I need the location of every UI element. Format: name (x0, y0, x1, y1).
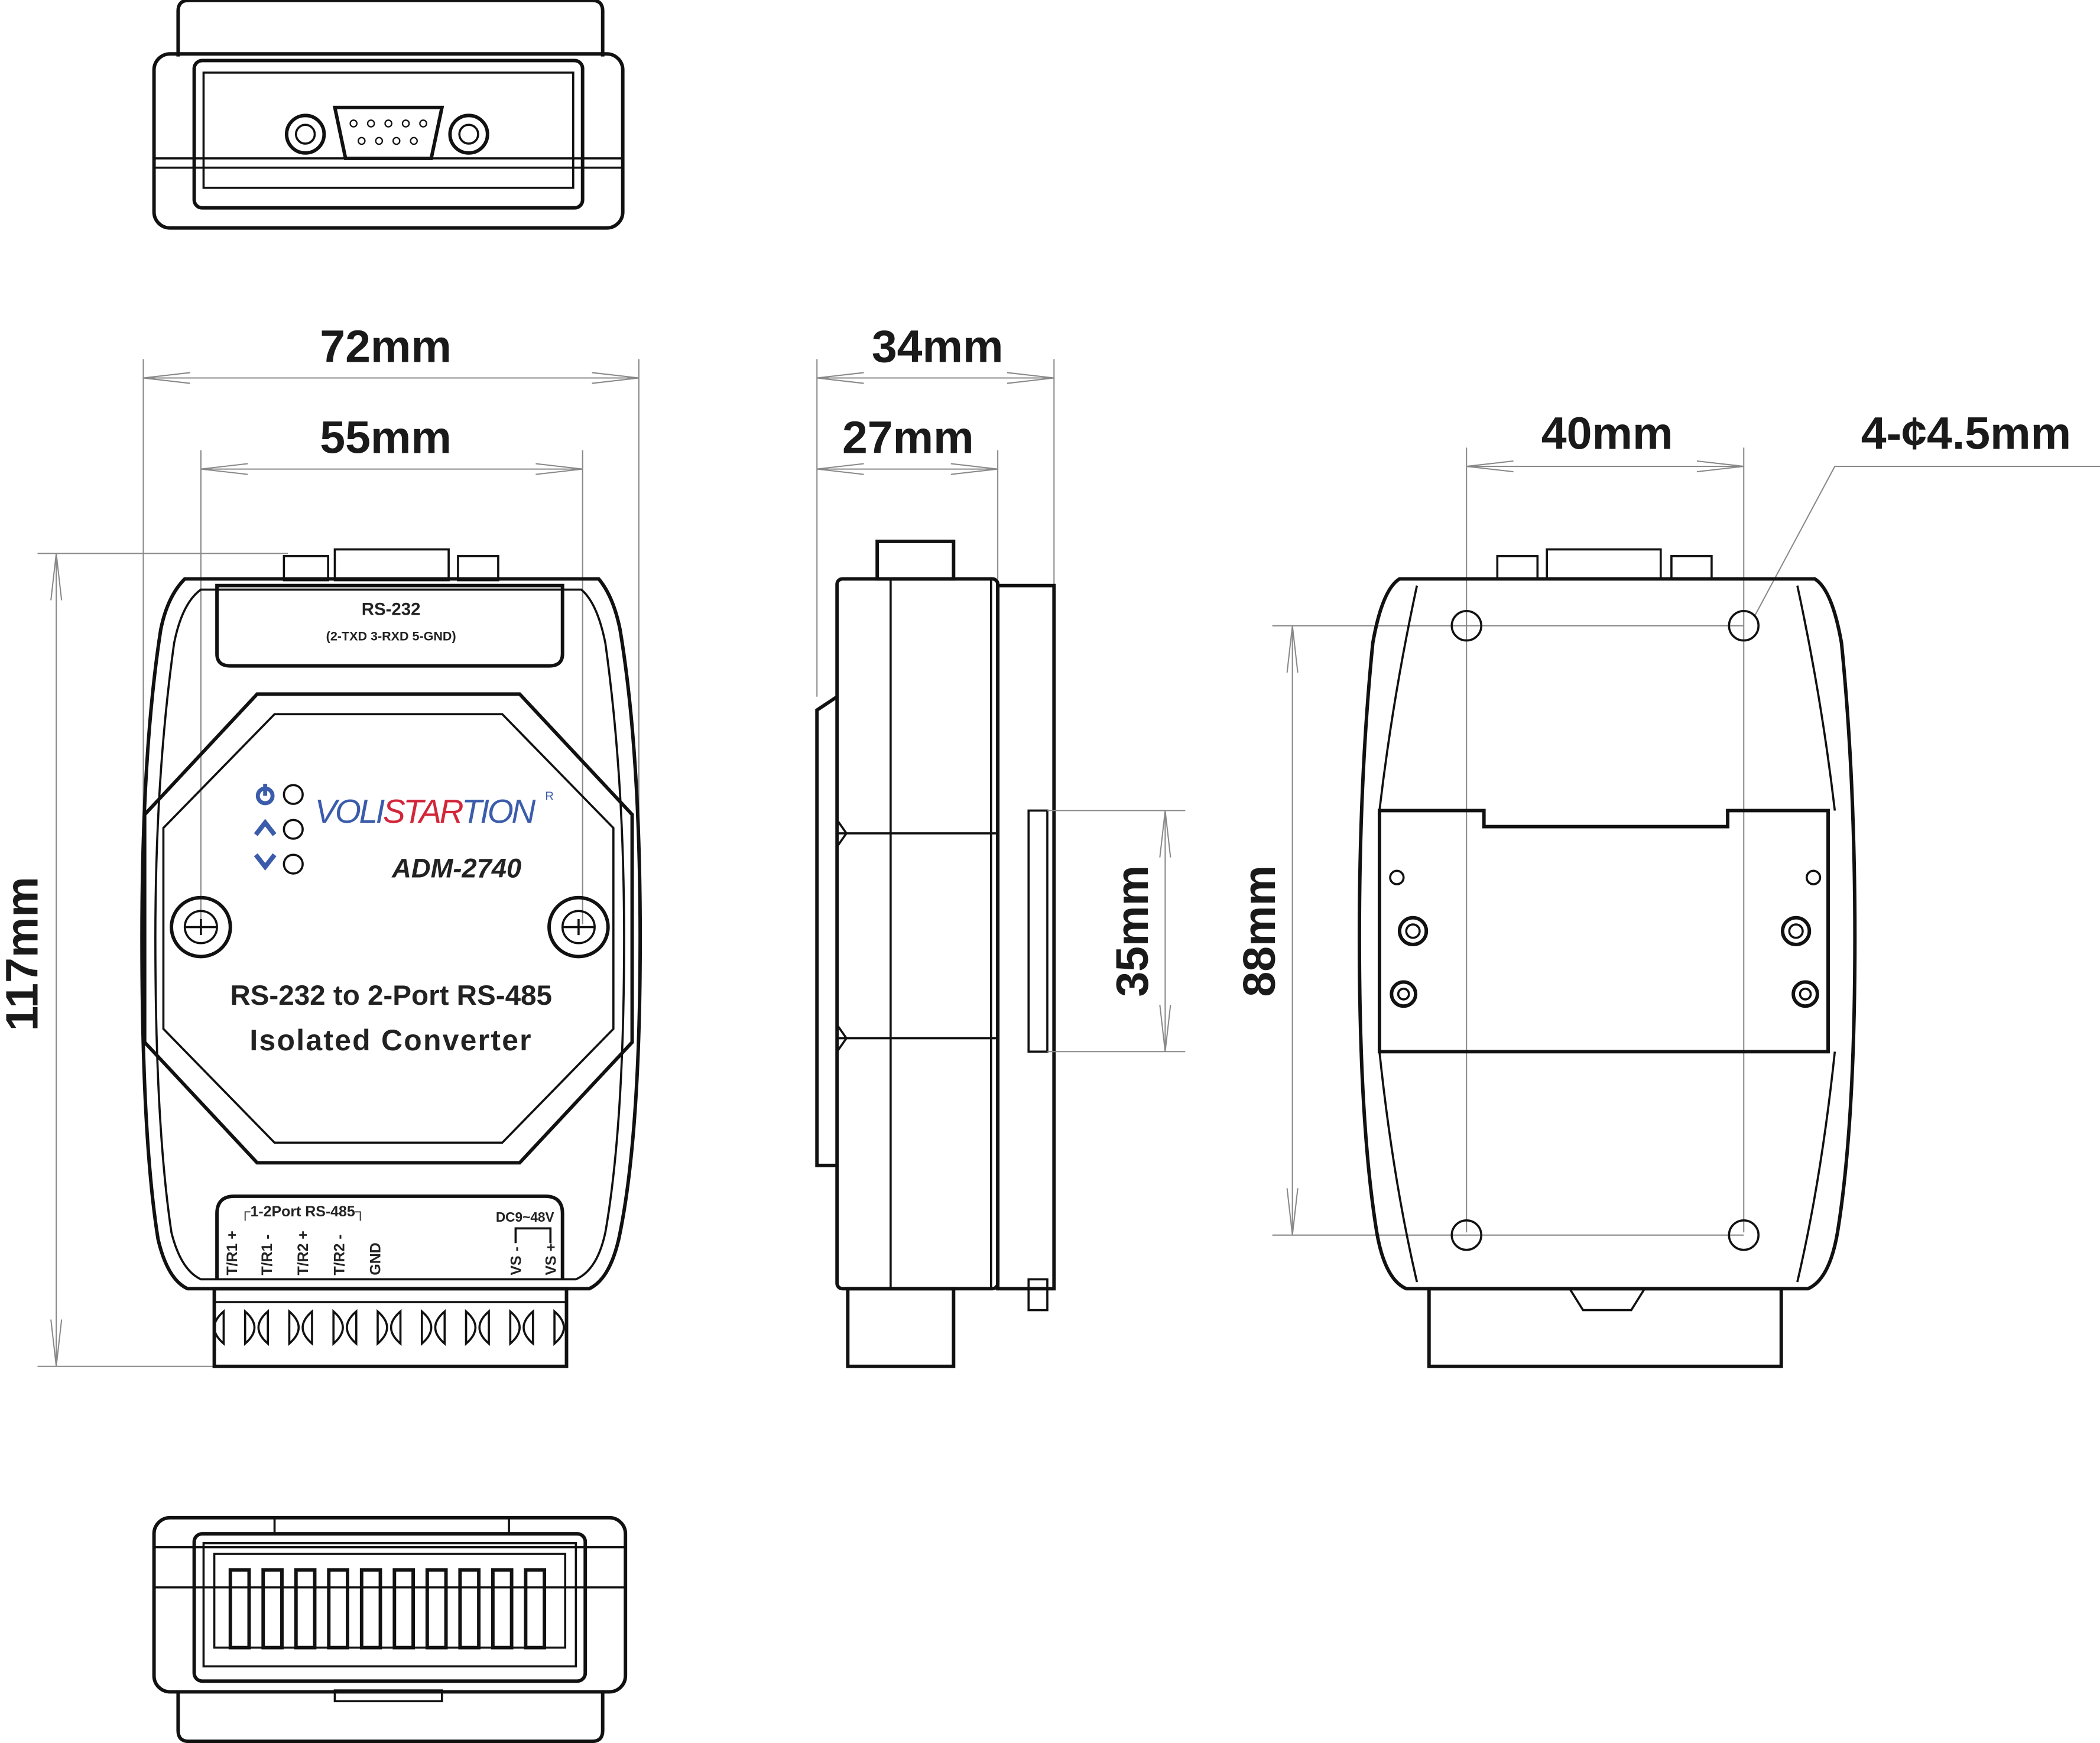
dim-hole-spec: 4-¢4.5mm (1861, 408, 2071, 459)
terminal-slots (228, 1568, 547, 1650)
terminal-slot (524, 1568, 547, 1650)
screw-icon (547, 895, 610, 959)
tx-arrow-icon (254, 819, 277, 836)
terminal-group-label: ┌1-2Port RS-485┐ (240, 1203, 366, 1221)
power-icon (255, 784, 275, 806)
dim-width-inner: 55mm (320, 412, 452, 463)
dim-width-overall: 72mm (320, 321, 452, 372)
terminal-screw-icon (478, 1309, 490, 1346)
registered-mark: R (545, 790, 554, 803)
front-view: 72mm 55mm 117mm RS-232 (2-TXD 3-RXD 5-GN… (0, 321, 642, 1368)
terminal-screw-icon (390, 1309, 402, 1346)
dim-hole-spacing-x: 40mm (1541, 408, 1673, 459)
terminal-screw-icon (301, 1309, 313, 1346)
mount-hole (1450, 1219, 1482, 1251)
terminal-label: VS + (543, 1243, 559, 1275)
db9-connector (332, 105, 444, 160)
terminal-label: GND (368, 1242, 384, 1275)
brand-logo: VOLISTARTION (314, 793, 535, 830)
terminal-screws (213, 1309, 565, 1346)
terminal-screw-icon (288, 1309, 300, 1346)
terminal-screw-icon (420, 1309, 433, 1346)
terminal-screw-icon (465, 1309, 477, 1346)
port-label: RS-232 (362, 600, 421, 619)
bottom-view (152, 1515, 628, 1743)
power-label: DC9~48V (496, 1209, 554, 1225)
dim-din-rail: 35mm (1107, 865, 1158, 997)
terminal-screw-icon (509, 1309, 521, 1346)
terminal-slot (359, 1568, 382, 1650)
terminal-slot (327, 1568, 349, 1650)
led-tx (283, 819, 304, 840)
terminal-slot (392, 1568, 415, 1650)
product-title-line2: Isolated Converter (249, 1024, 532, 1057)
terminal-screw-icon (257, 1309, 270, 1346)
rx-arrow-icon (254, 853, 277, 871)
dim-hole-spacing-y: 88mm (1234, 865, 1285, 997)
terminal-slot (491, 1568, 514, 1650)
terminal-screw-icon (244, 1309, 256, 1346)
port-pins: (2-TXD 3-RXD 5-GND) (326, 629, 456, 644)
back-view: 40mm 4-¢4.5mm 88mm (1234, 408, 2100, 1368)
screw-icon (170, 895, 232, 959)
mount-hole (1728, 609, 1760, 642)
terminal-slot (261, 1568, 284, 1650)
terminal-screw-icon (553, 1309, 565, 1346)
terminal-slot (294, 1568, 317, 1650)
terminal-label: T/R2 - (331, 1234, 348, 1275)
product-title-line1: RS-232 to 2-Port RS-485 (230, 980, 552, 1011)
terminal-screw-icon (332, 1309, 344, 1346)
terminal-label: VS - (508, 1247, 524, 1275)
dim-height-overall: 117mm (0, 877, 47, 1031)
terminal-slot (458, 1568, 481, 1650)
terminal-screw-icon (346, 1309, 358, 1346)
terminal-screw-icon (376, 1309, 388, 1346)
terminal-screw-icon (213, 1309, 225, 1346)
side-view: 34mm 27mm 35mm (815, 321, 1186, 1368)
mount-hole (1728, 1219, 1760, 1251)
terminal-screw-icon (522, 1309, 534, 1346)
led-power (283, 784, 304, 805)
mount-hole (1450, 609, 1482, 642)
terminal-slot (228, 1568, 251, 1650)
terminal-label: T/R1 + (224, 1231, 241, 1275)
terminal-label: T/R1 - (259, 1234, 275, 1275)
model-label: ADM-2740 (391, 853, 521, 884)
dim-depth-overall: 34mm (872, 321, 1004, 372)
dim-depth-body: 27mm (842, 412, 974, 463)
led-rx (283, 853, 304, 875)
terminal-slot (425, 1568, 448, 1650)
top-view (152, 0, 625, 230)
terminal-label: T/R2 + (295, 1231, 311, 1275)
terminal-screw-icon (434, 1309, 446, 1346)
